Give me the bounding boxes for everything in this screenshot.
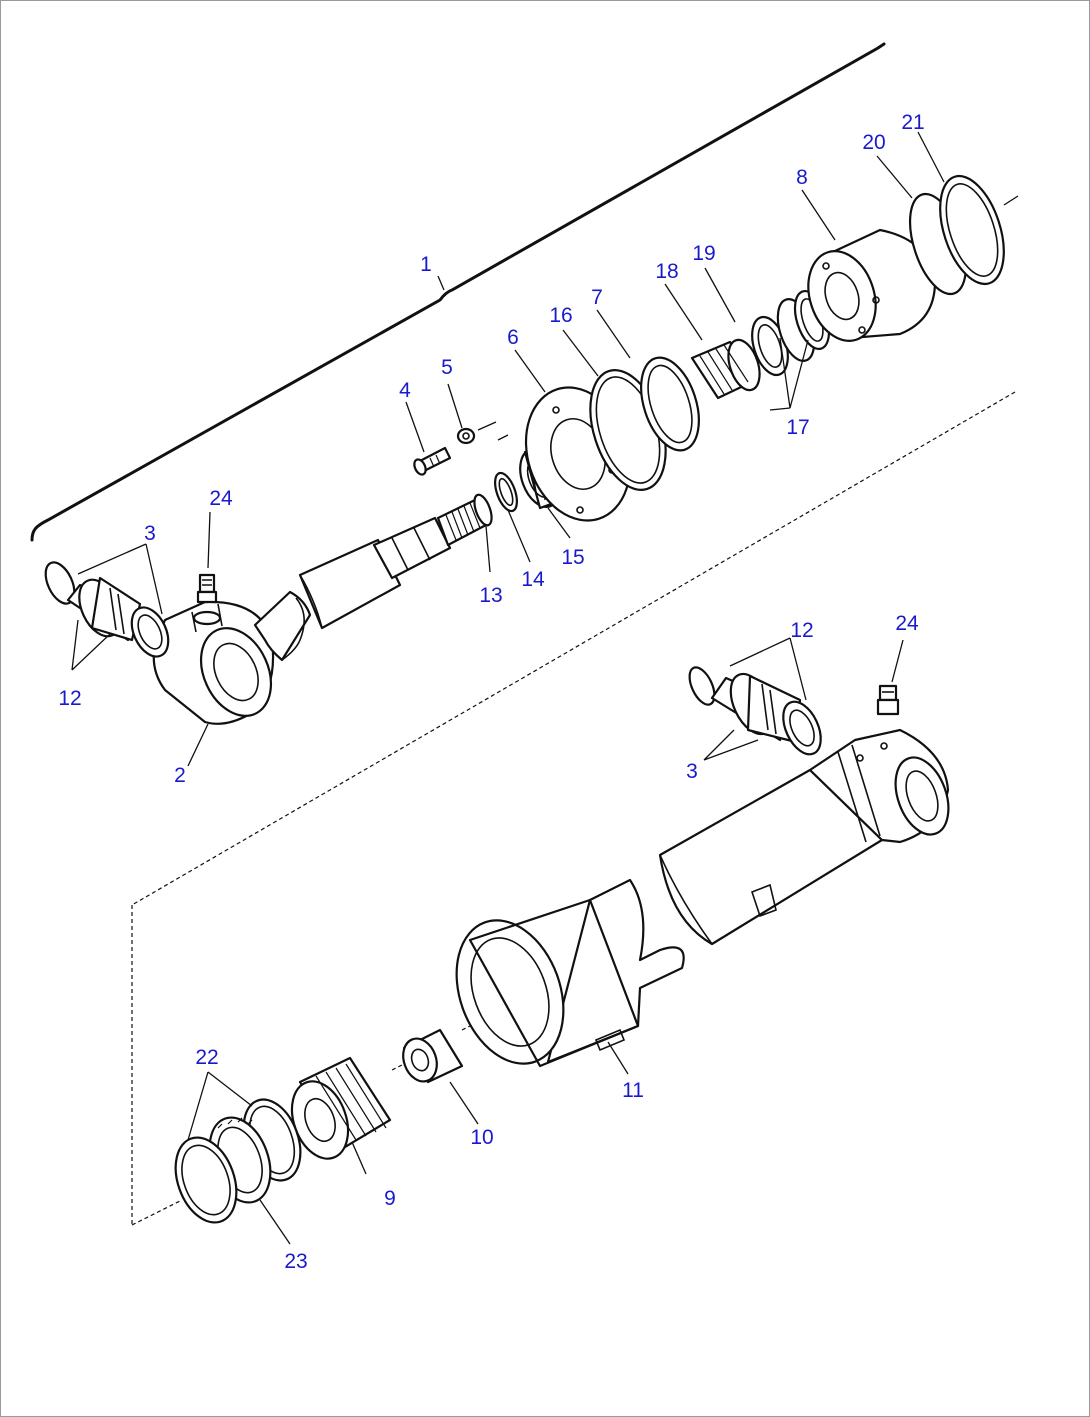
rod-eye-head	[152, 600, 275, 725]
piston-nut	[402, 1028, 464, 1084]
callout-1: 1	[420, 253, 432, 276]
axis-line-upper	[1003, 195, 1019, 206]
rod-neck	[253, 590, 312, 662]
assembly-bracket-line	[30, 42, 886, 542]
callout-21: 21	[901, 111, 924, 134]
cylinder-tube	[455, 728, 950, 1068]
callout-12: 12	[58, 687, 81, 710]
callout-20: 20	[862, 131, 885, 154]
callout-8: 8	[796, 166, 808, 189]
bushing-assembly-left	[44, 561, 170, 658]
callout-9: 9	[384, 1187, 396, 1210]
cylinder-head	[807, 228, 937, 342]
callout-24: 24	[895, 612, 919, 635]
callout-3: 3	[144, 522, 156, 545]
piston-rod-shaft	[298, 498, 488, 630]
group-boundary-upper	[131, 391, 1016, 906]
callout-labels: 1 2 3 3 4 5 6 7 8 9 10 11 12 12 13 14 15…	[58, 111, 924, 1273]
leader-lines	[71, 131, 945, 1245]
o-ring	[473, 493, 493, 527]
callout-6: 6	[507, 326, 519, 349]
callout-11: 11	[622, 1079, 644, 1102]
callout-3: 3	[686, 760, 698, 783]
bolt	[413, 446, 452, 476]
callout-15: 15	[561, 546, 584, 569]
callout-12: 12	[790, 619, 813, 642]
callout-4: 4	[399, 379, 411, 402]
callout-22: 22	[195, 1046, 218, 1069]
callout-2: 2	[174, 764, 186, 787]
callout-13: 13	[479, 584, 502, 607]
callout-7: 7	[591, 286, 603, 309]
callout-10: 10	[470, 1126, 493, 1149]
callout-16: 16	[549, 304, 572, 327]
bolt-alignment-line	[477, 421, 509, 441]
callout-24: 24	[209, 487, 233, 510]
washer	[456, 427, 476, 445]
callout-5: 5	[441, 356, 453, 379]
grease-fitting-upper	[196, 573, 218, 604]
bushing-assembly-right	[688, 666, 822, 756]
head-backup-ring	[939, 174, 1005, 286]
callout-18: 18	[655, 260, 678, 283]
wear-ring-outer	[174, 1136, 238, 1224]
rod-seal-ring	[640, 356, 700, 452]
back-up-ring	[494, 471, 518, 513]
group-boundary-lower	[131, 1199, 183, 1226]
piston	[290, 1056, 392, 1160]
callout-23: 23	[284, 1250, 307, 1273]
grease-fitting-lower	[876, 684, 900, 716]
callout-14: 14	[521, 568, 545, 591]
callout-19: 19	[692, 242, 715, 265]
rod-packing	[690, 338, 761, 400]
callout-17: 17	[786, 416, 809, 439]
axis-line-lower	[391, 1025, 471, 1071]
